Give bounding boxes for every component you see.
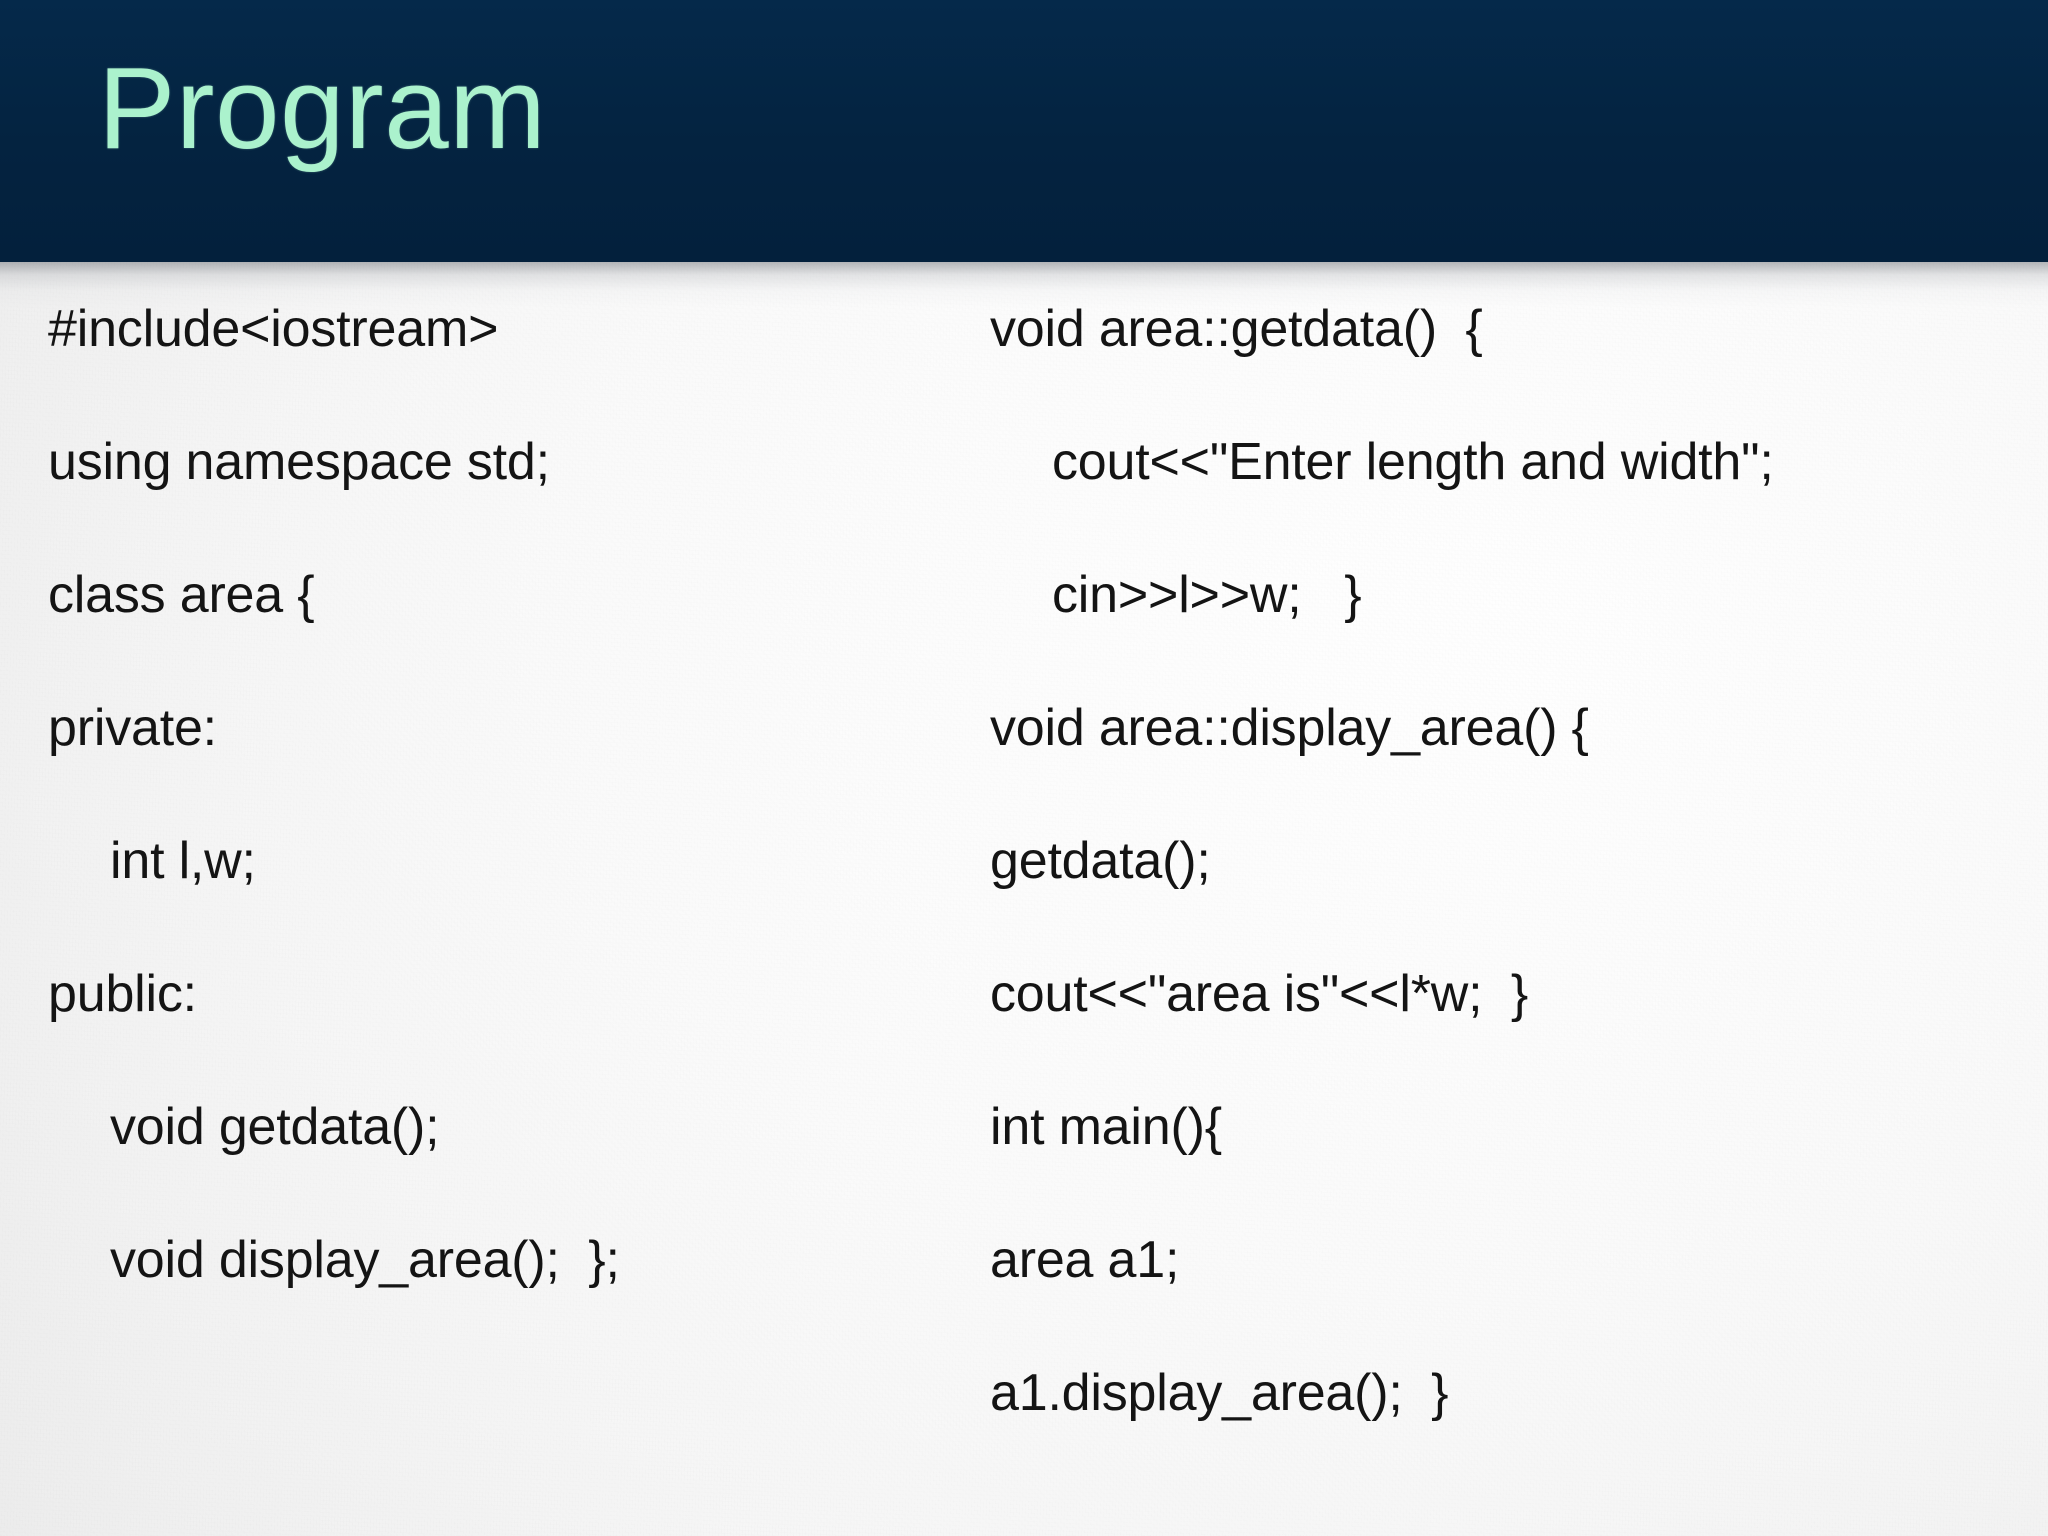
code-line: class area { — [48, 565, 315, 624]
page-title: Program — [98, 43, 547, 173]
code-line: #include<iostream> — [48, 299, 499, 358]
header-band-fill — [0, 0, 2048, 262]
code-line: public: — [48, 964, 197, 1023]
code-line: void display_area(); }; — [110, 1230, 620, 1289]
code-line: area a1; — [990, 1230, 1180, 1289]
code-line: getdata(); — [990, 831, 1211, 890]
code-line: a1.display_area(); } — [990, 1363, 1449, 1422]
code-line: using namespace std; — [48, 432, 550, 491]
code-listing: #include<iostream> using namespace std; cl… — [0, 262, 2048, 1536]
code-line: int main(){ — [990, 1097, 1222, 1156]
code-column-left: #include<iostream> using namespace std; cl… — [48, 262, 948, 1326]
code-line: void area::getdata() { — [990, 299, 1483, 358]
code-line: void getdata(); — [110, 1097, 440, 1156]
code-line: int l,w; — [110, 831, 256, 890]
code-line: private: — [48, 698, 217, 757]
code-line: cout<<"area is"<<l*w; } — [990, 964, 1529, 1023]
slide-header-band — [0, 0, 2048, 262]
code-line: cin>>l>>w; } — [1052, 565, 1362, 624]
code-line: void area::display_area() { — [990, 698, 1589, 757]
code-line: cout<<"Enter length and width"; — [1052, 432, 1774, 491]
code-column-right: void area::getdata() {cout<<"Enter lengt… — [990, 262, 2010, 1459]
